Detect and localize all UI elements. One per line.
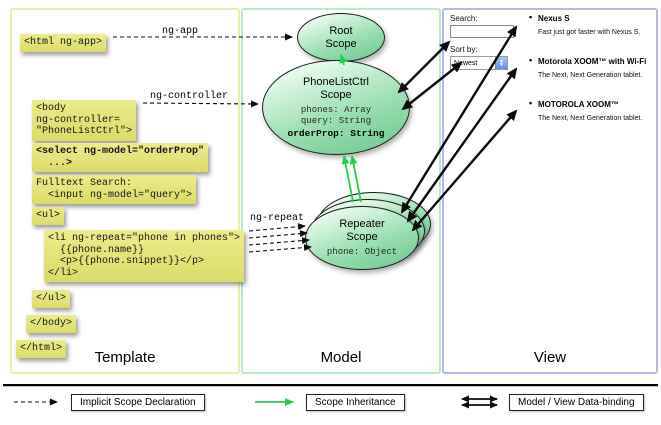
repeater-scope-title: Repeater Scope xyxy=(339,218,385,243)
bullet-icon: • xyxy=(529,12,533,22)
code-ul-close: </ul> xyxy=(32,290,71,308)
item-title: •Motorola XOOM™ with Wi-Fi xyxy=(529,55,647,66)
code-select-ngmodel: <select ng-model="orderProp" ...> xyxy=(32,143,209,172)
code-li-ngrepeat: <li ng-repeat="phone in phones"> {{phone… xyxy=(44,230,245,282)
select-stepper-icon: ▲▼ xyxy=(495,57,507,69)
legend-implicit-label: Implicit Scope Declaration xyxy=(71,393,205,411)
bullet-icon: • xyxy=(529,98,533,108)
item-desc: The Next, Next Generation tablet. xyxy=(538,115,643,122)
code-body-close: </body> xyxy=(26,315,77,333)
ng-repeat-label: ng-repeat xyxy=(250,213,305,224)
code-html-open: <html ng-app> xyxy=(20,34,107,52)
search-input[interactable] xyxy=(450,25,514,38)
green-arrow-icon xyxy=(255,398,294,406)
legend-binding-label: Model / View Data-binding xyxy=(509,393,644,411)
root-scope-title: Root Scope xyxy=(325,24,357,50)
item-title: •Nexus S xyxy=(529,12,570,23)
code-ul-open: <ul> xyxy=(32,207,65,225)
view-list-item: •MOTOROLA XOOM™ The Next, Next Generatio… xyxy=(529,98,660,122)
repeater-scope-props: phone: Object xyxy=(326,247,398,257)
legend-divider xyxy=(3,384,658,386)
legend-implicit: Implicit Scope Declaration xyxy=(12,392,205,412)
phonelistctrl-scope-title: PhoneListCtrl Scope xyxy=(302,76,370,101)
legend-inheritance-label: Scope Inheritance xyxy=(306,393,405,411)
item-desc: Fast just got faster with Nexus S. xyxy=(538,29,641,36)
phonelistctrl-orderprop: orderProp: String xyxy=(287,128,385,139)
dashed-arrow-icon xyxy=(14,398,58,406)
repeater-scope-ellipse: Repeater Scope phone: Object xyxy=(305,206,419,270)
template-panel-label: Template xyxy=(94,349,156,366)
code-fulltext-search: Fulltext Search: <input ng-model="query"… xyxy=(32,175,197,204)
code-html-close: </html> xyxy=(16,340,67,358)
double-arrow-icon xyxy=(461,395,498,409)
phonelistctrl-scope-props: phones: Array query: String xyxy=(300,105,372,126)
legend-inheritance: Scope Inheritance xyxy=(253,392,405,412)
legend-binding: Model / View Data-binding xyxy=(458,392,644,412)
view-list-item: •Nexus S Fast just got faster with Nexus… xyxy=(529,12,660,36)
phonelistctrl-scope-ellipse: PhoneListCtrl Scope phones: Array query:… xyxy=(262,60,410,155)
sortby-label: Sort by: xyxy=(450,45,478,54)
item-title: •MOTOROLA XOOM™ xyxy=(529,98,619,109)
root-scope-ellipse: Root Scope xyxy=(297,13,385,62)
sort-select-value: Newest xyxy=(454,59,478,67)
bullet-icon: • xyxy=(529,55,533,65)
sort-select[interactable]: Newest ▲▼ xyxy=(450,56,508,70)
view-panel-label: View xyxy=(533,349,567,366)
item-desc: The Next, Next Generation tablet. xyxy=(538,72,643,79)
code-body-ngcontroller: <body ng-controller= "PhoneListCtrl"> xyxy=(32,100,137,141)
ng-controller-label: ng-controller xyxy=(150,91,229,102)
ng-app-label: ng-app xyxy=(162,26,199,37)
view-list-item: •Motorola XOOM™ with Wi-Fi The Next, Nex… xyxy=(529,55,660,79)
model-panel-label: Model xyxy=(320,349,362,366)
search-label: Search: xyxy=(450,14,478,23)
